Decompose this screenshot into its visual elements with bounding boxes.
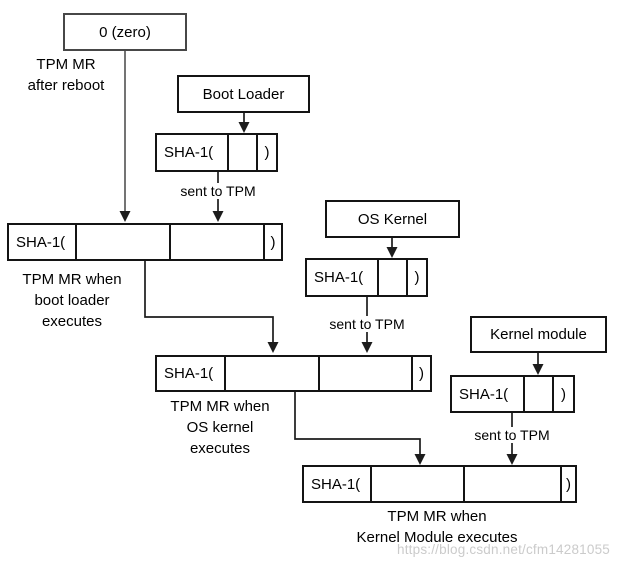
connector-mr1-to-mr2 <box>144 261 274 342</box>
connector-mr2-to-mr3 <box>294 392 421 454</box>
arrow-down-icon <box>212 211 224 222</box>
sha1-prefix-label: SHA-1( <box>459 385 509 403</box>
arrow-down-icon <box>238 122 250 133</box>
sha1-prefix-label: SHA-1( <box>16 233 66 251</box>
tpm-mr-os-kernel-caption: TPM MR when OS kernel executes <box>150 396 290 459</box>
caption-line: TPM MR when <box>170 398 270 415</box>
boot-loader-hash-box: SHA-1( ) <box>155 133 278 172</box>
tpm-mr-kernel-module-caption: TPM MR when Kernel Module executes <box>327 506 547 548</box>
arrow-down-icon <box>506 454 518 465</box>
sha1-close-label: ) <box>256 135 276 170</box>
caption-line: TPM MR when <box>387 508 487 525</box>
hash-input-cell <box>227 135 256 170</box>
tpm-mr-register-os-kernel: SHA-1( ) <box>155 355 432 392</box>
zero-value-box: 0 (zero) <box>63 13 187 51</box>
sent-to-tpm-label-kernel-module: sent to TPM <box>464 427 560 443</box>
new-hash-cell <box>169 225 263 259</box>
boot-loader-label: Boot Loader <box>202 85 285 103</box>
kernel-module-label: Kernel module <box>490 326 587 343</box>
arrow-down-icon <box>414 454 426 465</box>
caption-line: after reboot <box>27 77 105 94</box>
boot-loader-box: Boot Loader <box>177 75 310 113</box>
kernel-module-box: Kernel module <box>470 316 607 353</box>
caption-line: boot loader <box>34 292 110 309</box>
sha1-prefix-label: SHA-1( <box>314 269 364 286</box>
tpm-mr-boot-loader-caption: TPM MR when boot loader executes <box>2 269 142 332</box>
os-kernel-hash-box: SHA-1( ) <box>305 258 428 297</box>
caption-line: executes <box>41 313 103 330</box>
sha1-close-label: ) <box>263 225 281 259</box>
sha1-prefix-label: SHA-1( <box>164 144 214 161</box>
hash-input-cell <box>377 260 406 295</box>
caption-line: TPM MR when <box>22 271 122 288</box>
watermark-text: https://blog.csdn.net/cfm14281055 <box>397 542 610 557</box>
sha1-prefix-label: SHA-1( <box>164 365 214 382</box>
hash-input-cell <box>523 377 552 411</box>
previous-value-cell <box>75 225 169 259</box>
arrow-down-icon <box>119 211 131 222</box>
sha1-prefix-label: SHA-1( <box>311 475 361 493</box>
sha1-close-label: ) <box>552 377 573 411</box>
sent-to-tpm-label-boot-loader: sent to TPM <box>170 183 266 199</box>
sha1-close-label: ) <box>560 467 575 501</box>
tpm-mr-after-reboot-caption: TPM MR after reboot <box>6 54 126 96</box>
sha1-close-label: ) <box>406 260 426 295</box>
arrow-down-icon <box>361 342 373 353</box>
os-kernel-label: OS Kernel <box>357 210 428 228</box>
new-hash-cell <box>318 357 411 390</box>
caption-line: executes <box>189 440 251 457</box>
arrow-down-icon <box>267 342 279 353</box>
arrow-down-icon <box>532 364 544 375</box>
tpm-mr-register-boot-loader: SHA-1( ) <box>7 223 283 261</box>
caption-line: Kernel Module executes <box>356 529 518 546</box>
arrow-down-icon <box>386 247 398 258</box>
os-kernel-box: OS Kernel <box>325 200 460 238</box>
caption-line: OS kernel <box>186 419 254 436</box>
zero-value-label: 0 (zero) <box>99 23 151 41</box>
kernel-module-hash-box: SHA-1( ) <box>450 375 575 413</box>
new-hash-cell <box>463 467 560 501</box>
previous-value-cell <box>224 357 318 390</box>
previous-value-cell <box>370 467 463 501</box>
sent-to-tpm-label-os-kernel: sent to TPM <box>319 316 415 332</box>
caption-line: TPM MR <box>36 56 96 73</box>
tpm-mr-register-kernel-module: SHA-1( ) <box>302 465 577 503</box>
sha1-close-label: ) <box>411 357 430 390</box>
